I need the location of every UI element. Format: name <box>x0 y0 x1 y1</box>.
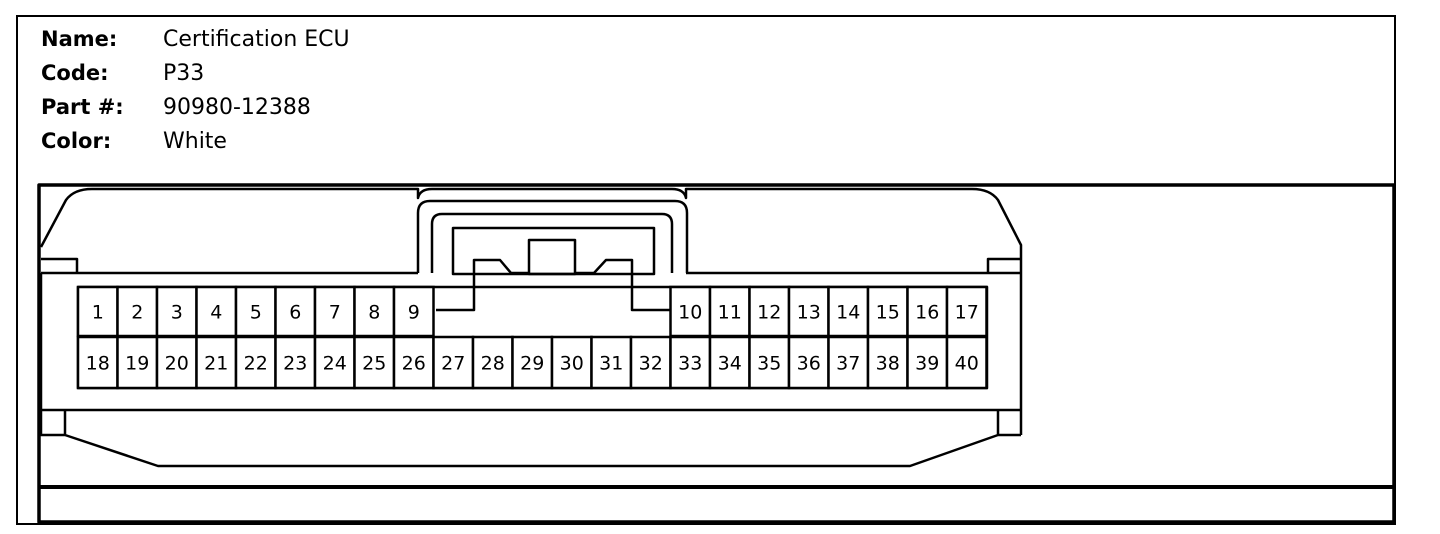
pin-label-20: 20 <box>165 353 189 375</box>
pin-label-32: 32 <box>639 353 663 375</box>
lower-panel <box>37 183 1396 524</box>
pin-cell-28 <box>471 335 514 390</box>
pin-label-11: 11 <box>718 302 742 324</box>
pin-label-6: 6 <box>289 302 301 324</box>
pin-cell-31 <box>590 335 633 390</box>
pin-label-24: 24 <box>323 353 347 375</box>
color-value: White <box>163 128 227 154</box>
pin-cell-11 <box>708 285 751 338</box>
pin-label-8: 8 <box>368 302 380 324</box>
pin-label-31: 31 <box>599 353 623 375</box>
pin-label-19: 19 <box>125 353 149 375</box>
info-row-color: Color: White <box>41 124 350 158</box>
pin-label-34: 34 <box>718 353 742 375</box>
pin-label-28: 28 <box>481 353 505 375</box>
latch-ramp-left <box>472 258 529 275</box>
pin-label-23: 23 <box>283 353 307 375</box>
pin-label-30: 30 <box>560 353 584 375</box>
pin-label-25: 25 <box>362 353 386 375</box>
pin-cell-10 <box>669 285 712 338</box>
left-ledge <box>41 257 79 273</box>
pin-label-39: 39 <box>915 353 939 375</box>
pin-cell-29 <box>511 335 554 390</box>
pin-label-38: 38 <box>876 353 900 375</box>
part-label: Part #: <box>41 95 124 119</box>
pin-label-18: 18 <box>86 353 110 375</box>
pin-label-17: 17 <box>955 302 979 324</box>
name-label: Name: <box>41 27 118 51</box>
pin-label-16: 16 <box>915 302 939 324</box>
latch-tab <box>527 238 577 276</box>
pin-label-2: 2 <box>131 302 143 324</box>
pin-label-26: 26 <box>402 353 426 375</box>
body-base <box>39 273 1021 468</box>
code-label: Code: <box>41 61 109 85</box>
pin-cell-40 <box>945 335 988 390</box>
pin-label-36: 36 <box>797 353 821 375</box>
pin-cell-24 <box>313 335 356 390</box>
pin-cell-33 <box>669 335 712 390</box>
pin-label-21: 21 <box>204 353 228 375</box>
pin-cell-20 <box>155 335 198 390</box>
latch-step-right <box>630 274 670 312</box>
pin-label-9: 9 <box>408 302 420 324</box>
pin-cells <box>76 285 988 390</box>
right-ledge <box>986 257 1021 273</box>
pin-label-4: 4 <box>210 302 222 324</box>
pin-label-5: 5 <box>250 302 262 324</box>
pin-label-40: 40 <box>955 353 979 375</box>
pin-label-33: 33 <box>678 353 702 375</box>
name-value: Certification ECU <box>163 26 350 52</box>
code-value: P33 <box>163 60 205 86</box>
pin-label-10: 10 <box>678 302 702 324</box>
color-label: Color: <box>41 129 112 153</box>
pin-cell-23 <box>274 335 317 390</box>
connector-body <box>39 187 1023 435</box>
info-row-code: Code: P33 <box>41 56 350 90</box>
latch-inner <box>430 212 674 273</box>
pin-cell-9 <box>392 285 435 338</box>
pin-cell-27 <box>432 335 475 390</box>
pin-label-13: 13 <box>797 302 821 324</box>
pin-label-22: 22 <box>244 353 268 375</box>
pin-label-35: 35 <box>757 353 781 375</box>
pin-label-37: 37 <box>836 353 860 375</box>
pin-cell-18 <box>76 335 119 390</box>
pin-label-7: 7 <box>329 302 341 324</box>
pin-label-3: 3 <box>171 302 183 324</box>
pin-label-1: 1 <box>92 302 104 324</box>
pin-label-12: 12 <box>757 302 781 324</box>
pin-cell-22 <box>234 335 277 390</box>
latch-outer <box>416 199 689 273</box>
pin-cell-34 <box>708 335 751 390</box>
pin-label-27: 27 <box>441 353 465 375</box>
part-value: 90980-12388 <box>163 94 311 120</box>
pin-label-15: 15 <box>876 302 900 324</box>
connector-info: Name: Certification ECU Code: P33 Part #… <box>41 22 350 158</box>
pin-cell-13 <box>787 285 830 338</box>
info-row-part: Part #: 90980-12388 <box>41 90 350 124</box>
latch-step-left <box>436 274 476 312</box>
latch-window <box>451 226 656 276</box>
latch-ramp-right <box>575 258 634 275</box>
pin-cell-19 <box>116 335 159 390</box>
pin-label-29: 29 <box>520 353 544 375</box>
pin-cell-39 <box>906 335 949 390</box>
pin-label-14: 14 <box>836 302 860 324</box>
info-row-name: Name: Certification ECU <box>41 22 350 56</box>
